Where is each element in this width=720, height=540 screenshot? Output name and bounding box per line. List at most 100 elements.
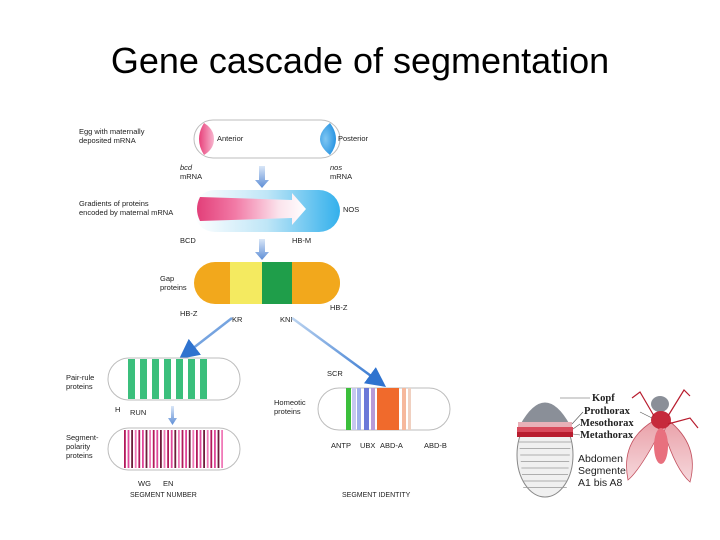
segpol-stripe	[181, 430, 184, 468]
insect-inset: Kopf Prothorax Mesothorax Metathorax Abd…	[504, 378, 716, 498]
segpol-stripe	[163, 430, 166, 468]
homeotic-band	[371, 388, 375, 430]
pair-rule-desc-line2: proteins	[66, 382, 93, 391]
hbz-right-label: HB-Z	[330, 303, 348, 312]
pair-rule-stripe	[176, 359, 183, 399]
pair-rule-stripe	[200, 359, 207, 399]
arrow-to-homeotic	[291, 316, 387, 387]
en-label: EN	[163, 479, 173, 488]
wg-label: WG	[138, 479, 151, 488]
segpol-stripe	[152, 430, 155, 468]
segpol-stripe	[156, 430, 159, 468]
pair-rule-stripe	[140, 359, 147, 399]
pair-rule-stripe	[128, 359, 135, 399]
segpol-stripe	[206, 430, 209, 468]
slide-title: Gene cascade of segmentation	[110, 40, 610, 81]
segpol-stripe	[221, 430, 223, 468]
gap-posterior-domain	[292, 262, 340, 304]
homeotic-band	[357, 388, 361, 430]
homeotic-desc-line1: Homeotic	[274, 398, 306, 407]
segpol-stripe	[138, 430, 141, 468]
leader-mesothorax	[572, 423, 581, 430]
fly-leg-3	[667, 417, 699, 429]
segpol-stripe	[214, 430, 216, 468]
segpol-stripe	[178, 430, 180, 468]
segmente-label: Segmente	[578, 465, 626, 477]
gradient-stage: Gradients of proteins encoded by materna…	[79, 190, 359, 245]
pair-rule-stage: Pair-rule proteins H RUN	[66, 357, 241, 417]
larva-mesothorax	[517, 427, 573, 432]
gap-embryo	[194, 262, 340, 304]
abdb-label: ABD-B	[424, 441, 447, 450]
bcd-mrna-blob	[199, 123, 214, 155]
homeotic-band	[408, 388, 411, 430]
egg-desc-line2: deposited mRNA	[79, 136, 136, 145]
segpol-stripe	[210, 430, 213, 468]
segpol-stripe	[199, 430, 202, 468]
fly-thorax	[651, 411, 671, 429]
prothorax-label: Prothorax	[584, 406, 631, 417]
gradients-desc-line1: Gradients of proteins	[79, 199, 149, 208]
leader-prothorax	[571, 411, 584, 425]
gap-kr-domain	[230, 262, 264, 304]
abda-label: ABD-A	[380, 441, 403, 450]
ubx-label: UBX	[360, 441, 375, 450]
segment-number-caption: SEGMENT NUMBER	[130, 492, 197, 499]
scr-label: SCR	[327, 369, 343, 378]
pair-rule-stripe	[152, 359, 159, 399]
leader-fly-thorax	[639, 411, 653, 419]
homeotic-band	[402, 388, 406, 430]
segpol-stripe	[142, 430, 144, 468]
segpol-stripe	[217, 430, 220, 468]
down-arrow-2	[255, 239, 269, 260]
pair-rule-desc-line1: Pair-rule	[66, 373, 94, 382]
leader-metathorax	[572, 433, 581, 436]
segpol-stripe	[174, 430, 177, 468]
gap-stage: Gap proteins HB-Z KR KNI HB-Z	[160, 262, 348, 324]
arrow-to-pair-rule	[179, 317, 233, 360]
down-arrow-3	[168, 406, 177, 425]
segpol-stripe	[131, 430, 133, 468]
segpol-stripe	[149, 430, 151, 468]
nos-mrna-blob	[320, 123, 336, 155]
gap-desc-line2: proteins	[160, 283, 187, 292]
homeotic-desc-line2: proteins	[274, 407, 301, 416]
fly-leg-2	[667, 389, 691, 417]
pair-rule-embryo	[107, 357, 241, 401]
down-arrow-1	[255, 166, 269, 188]
homeotic-stage: SCR Homeotic proteins ANTP UBX ABD-A ABD…	[274, 369, 451, 499]
segpol-stripe	[196, 430, 198, 468]
bcd-protein-label: BCD	[180, 236, 196, 245]
segpol-stripe	[188, 430, 191, 468]
egg-desc-line1: Egg with maternally	[79, 127, 145, 136]
segpol-stripe	[203, 430, 205, 468]
segpol-desc-line2: polarity	[66, 442, 90, 451]
adult-fly-figure	[626, 389, 699, 483]
egg-outline	[193, 119, 341, 159]
egg-stage: Egg with maternally deposited mRNA Anter…	[79, 119, 369, 181]
homeotic-band	[352, 388, 356, 430]
segpol-desc-line1: Segment-	[66, 433, 99, 442]
larva-metathorax	[517, 432, 573, 437]
fly-abdomen	[654, 428, 668, 464]
larva-abdomen-segments	[519, 441, 571, 488]
larva-prothorax	[518, 422, 572, 427]
bcd-mrna-label: mRNA	[180, 172, 202, 181]
segpol-stripe	[127, 430, 130, 468]
segpol-stripe	[160, 430, 162, 468]
segpol-stripe	[192, 430, 195, 468]
segpol-stripes	[124, 430, 223, 468]
segpol-desc-line3: proteins	[66, 451, 93, 460]
gap-kni-domain	[262, 262, 292, 304]
nos-label: nos	[330, 163, 342, 172]
larva-figure	[516, 402, 574, 498]
fly-left-wing	[626, 419, 661, 481]
segment-polarity-stage: Segment- polarity proteins WG EN SEGMENT…	[66, 427, 241, 499]
homeotic-band	[377, 388, 399, 430]
anterior-label: Anterior	[217, 134, 244, 143]
h-label: H	[115, 405, 120, 414]
posterior-label: Posterior	[338, 134, 369, 143]
nos-protein-label: NOS	[343, 205, 359, 214]
segpol-stripe	[134, 430, 137, 468]
